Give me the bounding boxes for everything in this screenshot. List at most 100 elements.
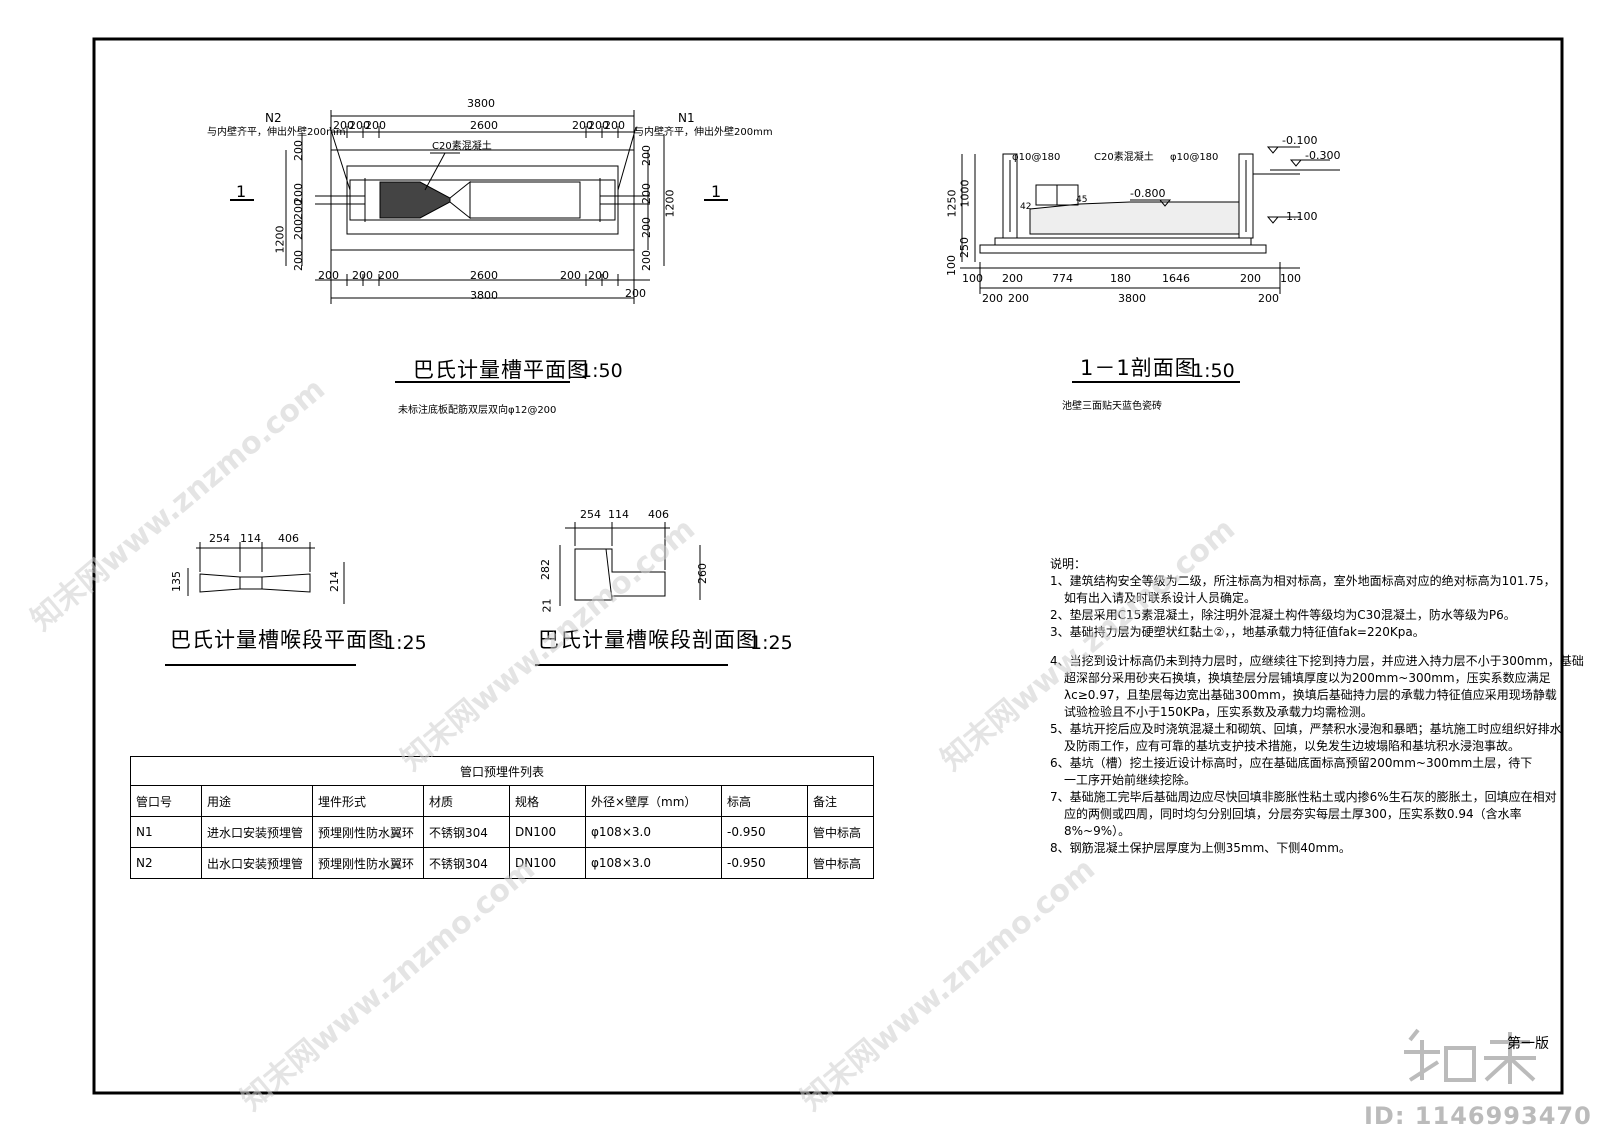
throat-section-dim-right: 260 [696,563,709,584]
table-cell: N2 [130,847,202,879]
section-dim-left-4: 100 [945,255,958,276]
plan-dim-top-2: 200 [349,119,370,132]
section-dim-bottom-6: 200 [1240,272,1261,285]
section-note: 池壁三面贴天蓝色瓷砖 [1062,401,1162,412]
plan-dim-bottom-1: 200 [318,269,339,282]
plan-dim-bottom-5: 200 [560,269,581,282]
plan-pipe-note-right: 与内壁齐平，伸出外壁200mm [634,127,773,138]
throat-section-view [535,522,728,666]
note-line: 应的两侧或四周，同时均匀分别回填，分层夯实每层土厚300，压实系数0.94（含水… [1064,807,1522,821]
plan-dim-left-5: 200 [292,250,305,271]
note-line: 试验检验且不小于150KPa，压实系数及承载力均需检测。 [1064,705,1373,719]
table-cell: N1 [130,816,202,848]
plan-dim-top-3: 200 [365,119,386,132]
throat-section-dim-left: 282 [539,559,552,580]
section-elev-1: -0.100 [1282,134,1318,147]
table-cell: φ108×3.0 [585,847,722,879]
table-header-cell: 外径×壁厚（mm） [585,785,722,817]
note-line: 8、钢筋混凝土保护层厚度为上侧35mm、下侧40mm。 [1050,841,1351,855]
design-notes: 说明： 1、建筑结构安全等级为二级，所注标高为相对标高，室外地面标高对应的绝对标… [1050,556,1584,857]
note-line: 2、垫层采用C15素混凝土，除注明外混凝土构件等级均为C30混凝土，防水等级为P… [1050,608,1516,622]
embedded-pipe-table: 管口预埋件列表 管口号 用途 埋件形式 材质 规格 外径×壁厚（mm） 标高 备… [130,756,874,879]
plan-dim-right-4: 200 [640,250,653,271]
table-header-cell: 备注 [807,785,874,817]
note-line: 6、基坑（槽）挖土接近设计标高时，应在基础底面标高预留200mm~300mm土层… [1050,756,1533,770]
table-header-cell: 材质 [423,785,510,817]
table-cell: DN100 [509,816,586,848]
plan-view [230,110,728,383]
table-cell: 预埋刚性防水翼环 [312,847,424,879]
table-row: N1 进水口安装预埋管 预埋刚性防水翼环 不锈钢304 DN100 φ108×3… [130,816,874,848]
plan-section-mark-left: 1 [236,182,247,201]
plan-dim-right-1: 200 [640,145,653,166]
sheet-border [92,37,1564,1095]
table-cell: 出水口安装预埋管 [201,847,313,879]
note-line: 超深部分采用砂夹石换填，换填垫层分层铺填厚度以为200mm~300mm，压实系数… [1064,671,1551,685]
section-dim-bottom-3: 774 [1052,272,1073,285]
plan-dim-total-top: 3800 [467,97,495,110]
plan-dim-right-5: 1200 [663,189,677,218]
section-dim-bottom-2: 200 [1002,272,1023,285]
throat-plan-dim-right: 214 [328,571,341,592]
section-dim-bottom2-4: 200 [1258,292,1279,305]
plan-dim-left-6: 1200 [273,225,287,254]
table-header-cell: 埋件形式 [312,785,424,817]
section-dim-bottom2-3: 3800 [1118,292,1146,305]
section-dim-bottom2-2: 200 [1008,292,1029,305]
section-dim-bottom2-1: 200 [982,292,1003,305]
plan-dim-left-1: 200 [292,140,305,161]
plan-dim-bottom-7: 200 [625,287,646,300]
plan-dim-top-1: 200 [333,119,354,132]
plan-dim-top-5: 200 [572,119,593,132]
table-caption: 管口预埋件列表 [130,756,874,786]
notes-heading: 说明： [1050,557,1087,571]
section-rebar-left: φ10@180 [1012,152,1061,163]
plan-pipe-note-left: 与内壁齐平，伸出外壁200mm [207,127,346,138]
table-header-cell: 标高 [721,785,808,817]
plan-scale: 1:50 [580,360,623,382]
note-line: 如有出入请及时联系设计人员确定。 [1064,591,1257,605]
throat-section-dim-1: 254 [580,508,601,521]
plan-dim-right-3: 200 [640,217,653,238]
plan-section-mark-right: 1 [711,182,722,201]
plan-note: 未标注底板配筋双层双向φ12@200 [398,405,557,416]
table-cell: 管中标高 [807,816,874,848]
table-header-cell: 规格 [509,785,586,817]
throat-section-scale: 1:25 [750,632,793,654]
throat-plan-dim-3: 406 [278,532,299,545]
note-line: λc≥0.97，且垫层每边宽出基础300mm，换填后基础持力层的承载力特征值应采… [1064,688,1557,702]
note-line: 3、基础持力层为硬塑状红黏土②，，地基承载力特征值fak=220Kpa。 [1050,625,1425,639]
note-line: 一工序开始前继续挖除。 [1064,773,1197,787]
note-line: 1、建筑结构安全等级为二级，所注标高为相对标高，室外地面标高对应的绝对标高为10… [1050,574,1556,588]
table-header-cell: 管口号 [130,785,202,817]
table-cell: -0.950 [721,847,808,879]
plan-dim-right-2: 200 [640,183,653,204]
section-elev-2: -0.300 [1305,149,1341,162]
plan-concrete-label: C20素混凝土 [432,141,492,152]
note-line: 4、当挖到设计标高仍未到持力层时，应继续往下挖到持力层，并应进入持力层不小于30… [1050,654,1584,668]
plan-dim-bottom-6: 200 [588,269,609,282]
throat-plan-view [165,542,356,666]
plan-n1-label: N1 [678,111,695,125]
table-cell: 预埋刚性防水翼环 [312,816,424,848]
section-dim-bottom-7: 100 [1280,272,1301,285]
note-gap [1050,641,1550,653]
throat-section-dim-2: 114 [608,508,629,521]
table-header-row: 管口号 用途 埋件形式 材质 规格 外径×壁厚（mm） 标高 备注 [130,785,874,817]
section-dim-bottom-4: 180 [1110,272,1131,285]
table-cell: 进水口安装预埋管 [201,816,313,848]
table-cell: 不锈钢304 [423,847,510,879]
edition-label: 第一版 [1507,1036,1549,1052]
plan-dim-left-4: 200 [292,219,305,240]
plan-dim-bottom-4: 2600 [470,269,498,282]
section-concrete-label: C20素混凝土 [1094,152,1154,163]
table-cell: φ108×3.0 [585,816,722,848]
plan-dim-bottom-2: 200 [352,269,373,282]
brand-logo [1404,1028,1536,1084]
section-dim-left-1: 1250 [945,189,959,218]
note-line: 7、基础施工完毕后基础周边应尽快回填非膨胀性粘土或内掺6%生石灰的膨胀土，回填应… [1050,790,1557,804]
section-rebar-right: φ10@180 [1170,152,1219,163]
section-view [960,146,1340,383]
note-line: 5、基坑开挖后应及时浇筑混凝土和砌筑、回填，严禁积水浸泡和暴晒；基坑施工时应组织… [1050,722,1562,736]
